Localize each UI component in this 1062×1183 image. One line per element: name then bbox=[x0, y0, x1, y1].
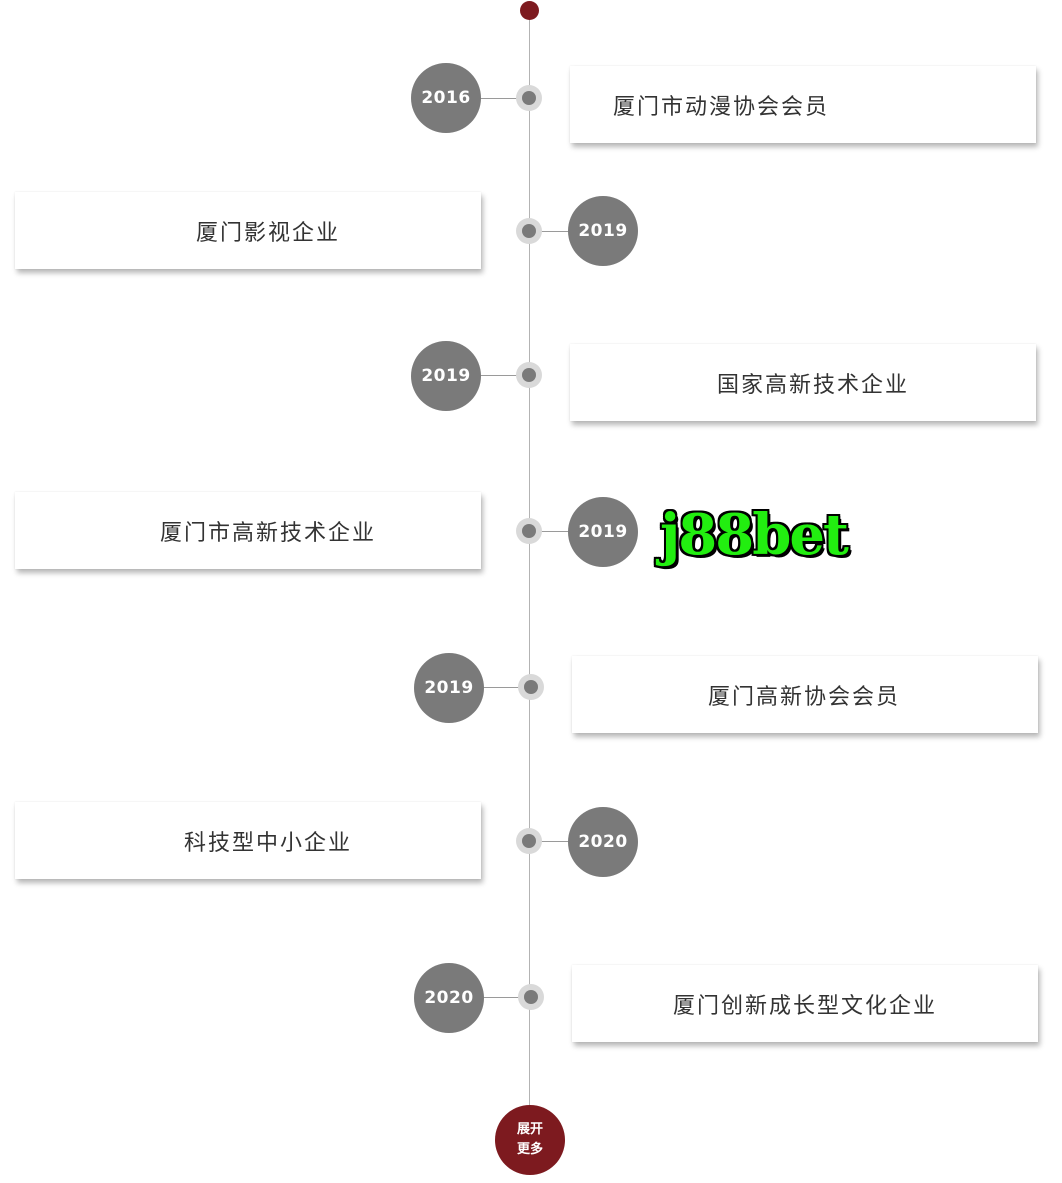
year-badge: 2016 bbox=[411, 63, 481, 133]
timeline-node bbox=[516, 85, 542, 111]
timeline-connector bbox=[449, 997, 530, 998]
timeline-card[interactable]: 科技型中小企业 bbox=[15, 802, 481, 879]
timeline-node bbox=[516, 518, 542, 544]
year-badge: 2019 bbox=[568, 196, 638, 266]
year-badge: 2019 bbox=[568, 497, 638, 567]
timeline-line bbox=[529, 10, 530, 1138]
timeline-card-title: 国家高新技术企业 bbox=[716, 372, 909, 398]
timeline-connector bbox=[449, 687, 530, 688]
timeline-card[interactable]: 厦门市动漫协会会员 bbox=[570, 66, 1036, 143]
timeline-card-title: 科技型中小企业 bbox=[183, 830, 352, 856]
timeline-card[interactable]: 厦门影视企业 bbox=[15, 192, 481, 269]
timeline-node bbox=[518, 984, 544, 1010]
timeline-node bbox=[516, 218, 542, 244]
expand-more-label-line1: 展开 bbox=[516, 1122, 543, 1137]
timeline-card[interactable]: 国家高新技术企业 bbox=[570, 344, 1036, 421]
expand-more-button[interactable]: 展开 更多 bbox=[495, 1105, 565, 1175]
timeline-node bbox=[516, 828, 542, 854]
timeline-connector bbox=[530, 231, 604, 232]
timeline-start-dot bbox=[520, 1, 539, 20]
expand-more-label-line2: 更多 bbox=[516, 1142, 543, 1157]
timeline-card-title: 厦门高新协会会员 bbox=[707, 684, 900, 710]
year-badge: 2019 bbox=[411, 341, 481, 411]
timeline-card-title: 厦门创新成长型文化企业 bbox=[672, 993, 937, 1019]
timeline-connector bbox=[446, 375, 530, 376]
timeline-card[interactable]: 厦门市高新技术企业 bbox=[15, 492, 481, 569]
year-badge: 2020 bbox=[414, 963, 484, 1033]
year-badge: 2020 bbox=[568, 807, 638, 877]
timeline-node bbox=[516, 362, 542, 388]
timeline-node bbox=[518, 674, 544, 700]
timeline-card-title: 厦门影视企业 bbox=[195, 220, 340, 246]
watermark-logo: j88bet bbox=[660, 502, 849, 568]
timeline-card-title: 厦门市动漫协会会员 bbox=[613, 94, 830, 120]
timeline-card-title: 厦门市高新技术企业 bbox=[159, 520, 376, 546]
timeline-card[interactable]: 厦门高新协会会员 bbox=[572, 656, 1038, 733]
timeline-card[interactable]: 厦门创新成长型文化企业 bbox=[572, 965, 1038, 1042]
timeline-connector bbox=[530, 841, 604, 842]
year-badge: 2019 bbox=[414, 653, 484, 723]
timeline-connector bbox=[446, 98, 530, 99]
timeline-connector bbox=[530, 531, 604, 532]
